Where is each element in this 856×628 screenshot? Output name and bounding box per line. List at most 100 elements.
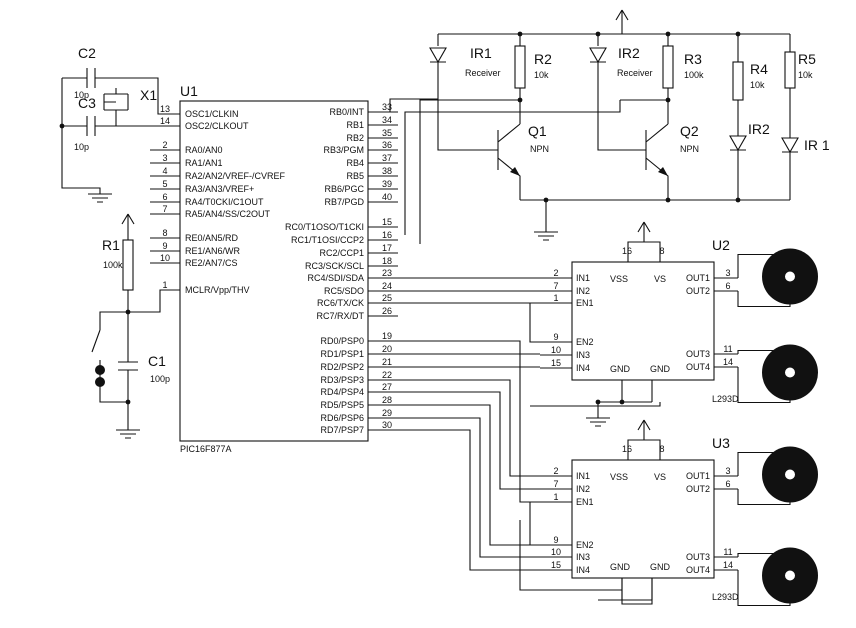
dc-motor-icon <box>737 547 818 607</box>
signal-wire <box>398 340 540 503</box>
q1-ref: Q1 <box>528 123 547 139</box>
pin-number: 10 <box>160 253 170 263</box>
pin-name: RB0/INT <box>329 107 364 117</box>
pin-number: 1 <box>553 293 558 303</box>
pin-number: 8 <box>659 246 664 256</box>
pin-number: 10 <box>551 345 561 355</box>
pin-number: 15 <box>382 217 392 227</box>
pin-name: RC3/SCK/SCL <box>305 261 364 271</box>
pin-name: RC7/RX/DT <box>316 311 364 321</box>
sensor2-link-wire <box>405 100 621 113</box>
pin-name: EN1 <box>576 497 594 507</box>
pin-number: 1 <box>553 492 558 502</box>
pin-name: IN1 <box>576 471 590 481</box>
pin-number: 2 <box>553 466 558 476</box>
signal-wire <box>529 303 540 343</box>
vs-label: VS <box>654 274 666 284</box>
dc-motor-icon <box>737 248 818 308</box>
pin-number: 3 <box>162 153 167 163</box>
pin-number: 40 <box>382 192 392 202</box>
pin-name: IN4 <box>576 363 590 373</box>
pin-name: RD5/PSP5 <box>320 400 364 410</box>
pin-name: RB2 <box>346 133 364 143</box>
pin-name: IN3 <box>576 552 590 562</box>
signal-wire <box>398 429 540 571</box>
pin-number: 25 <box>382 293 392 303</box>
vs-label: VS <box>654 472 666 482</box>
pin-number: 7 <box>162 204 167 214</box>
ir-sensor-section: IR1 Receiver R2 10k Q1 NPN IR2 Receiver … <box>368 9 830 244</box>
pin-name: RD6/PSP6 <box>320 413 364 423</box>
r4-ref: R4 <box>750 61 768 77</box>
pin-number: 10 <box>551 547 561 557</box>
ir2-sub: Receiver <box>617 68 653 78</box>
osc-junction <box>59 123 65 129</box>
pin-name: RD7/PSP7 <box>320 425 364 435</box>
pin-number: 27 <box>382 382 392 392</box>
driver-body <box>571 261 715 381</box>
r3-value: 100k <box>684 70 704 80</box>
pin-number: 6 <box>725 281 730 291</box>
r4-symbol <box>732 61 744 101</box>
ground-symbol-icon <box>534 231 558 241</box>
pin-name: EN1 <box>576 298 594 308</box>
pin-number: 8 <box>162 228 167 238</box>
driver-part: L293D <box>712 394 739 404</box>
pin-number: 11 <box>723 547 732 557</box>
c1-ref: C1 <box>148 353 166 369</box>
pin-name: RB4 <box>346 158 364 168</box>
pin-number: 4 <box>162 166 167 176</box>
pin-name: RC0/T1OSO/T1CKI <box>285 222 364 232</box>
pin-name: RA4/T0CKI/C1OUT <box>185 197 264 207</box>
ir1-ref: IR1 <box>470 45 492 61</box>
gnd-label: GND <box>650 364 671 374</box>
pin-number: 26 <box>382 306 392 316</box>
pin-number: 35 <box>382 128 392 138</box>
pin-name: IN2 <box>576 484 590 494</box>
c1-symbol <box>118 312 138 402</box>
pin-number: 9 <box>553 332 558 342</box>
pin-number: 3 <box>725 268 730 278</box>
q1-transistor <box>497 100 521 200</box>
pin-number: 28 <box>382 395 392 405</box>
pin-number: 17 <box>382 243 392 253</box>
switch-button-icon <box>95 365 105 375</box>
u1-body <box>179 100 369 442</box>
q2-ref: Q2 <box>680 123 699 139</box>
reset-circuit: R1 100k C1 100p <box>91 213 180 439</box>
pin-name: OSC2/CLKOUT <box>185 121 249 131</box>
pin-name: RD0/PSP0 <box>320 336 364 346</box>
pin-name: IN4 <box>576 565 590 575</box>
c3-value: 10p <box>74 142 89 152</box>
pin-number: 9 <box>162 241 167 251</box>
pin-name: RD2/PSP2 <box>320 362 364 372</box>
pin-name: OUT4 <box>686 362 710 372</box>
pin-number: 16 <box>622 246 632 256</box>
r1-symbol <box>122 239 134 291</box>
pin-name: RA5/AN4/SS/C2OUT <box>185 209 271 219</box>
ir1-sub: Receiver <box>465 68 501 78</box>
vss-label: VSS <box>610 274 628 284</box>
